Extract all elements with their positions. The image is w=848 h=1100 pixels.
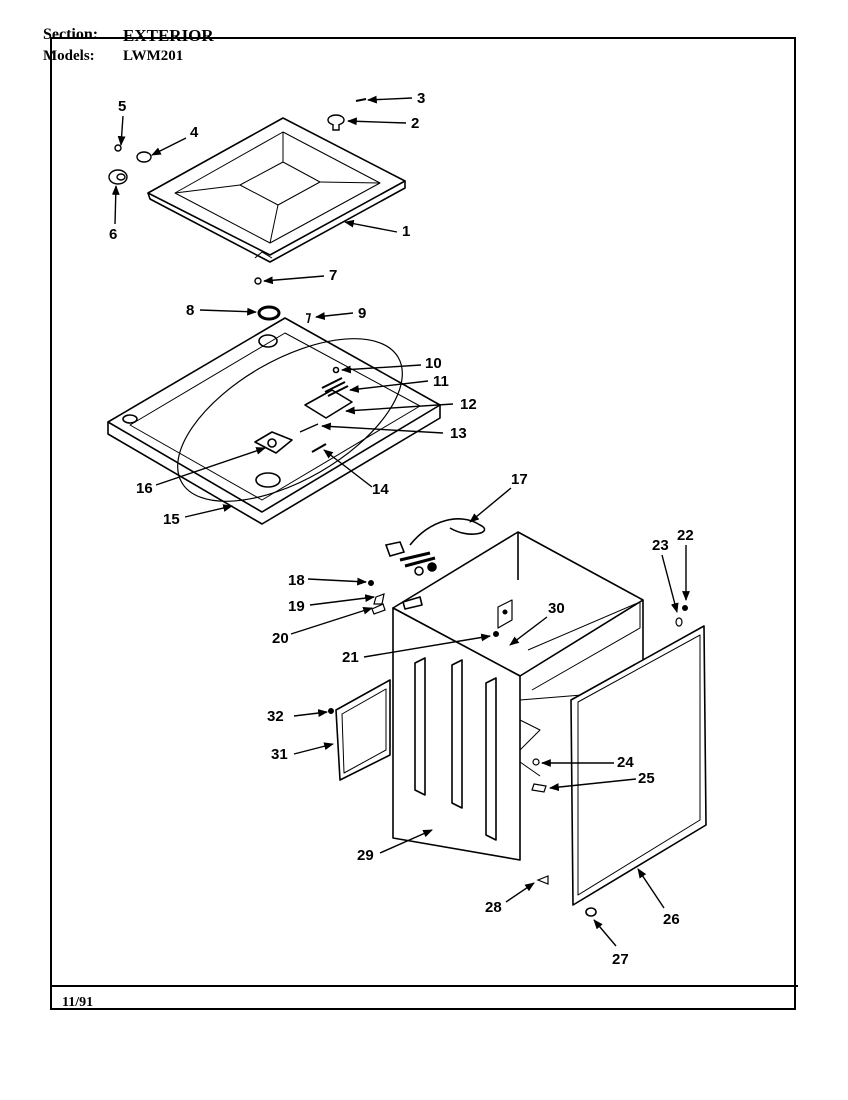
power-cord-assembly	[384, 518, 486, 576]
callout-16: 16	[136, 480, 153, 497]
callout-27: 27	[612, 951, 629, 968]
left-small-panel	[335, 679, 391, 781]
cover-hardware	[108, 98, 367, 324]
callout-5: 5	[118, 98, 126, 115]
callout-31: 31	[271, 746, 288, 763]
cabinet	[392, 531, 644, 861]
callout-25: 25	[638, 770, 655, 787]
washer-top-panel	[107, 317, 441, 525]
callout-1: 1	[402, 223, 410, 240]
callout-29: 29	[357, 847, 374, 864]
fasteners	[328, 580, 688, 885]
callout-13: 13	[450, 425, 467, 442]
top-cover	[147, 117, 406, 263]
callout-32: 32	[267, 708, 284, 725]
section-value: EXTERIOR	[123, 26, 214, 45]
callout-28: 28	[485, 899, 502, 916]
callout-7: 7	[329, 267, 337, 284]
callout-24: 24	[617, 754, 634, 771]
callout-21: 21	[342, 649, 359, 666]
callout-18: 18	[288, 572, 305, 589]
callout-30: 30	[548, 600, 565, 617]
callout-8: 8	[186, 302, 194, 319]
diagram-frame	[50, 37, 796, 1010]
callout-17: 17	[511, 471, 528, 488]
callout-22: 22	[677, 527, 694, 544]
models-label: Models:	[43, 48, 95, 64]
callout-6: 6	[109, 226, 117, 243]
callout-11: 11	[433, 373, 449, 390]
callout-15: 15	[163, 511, 180, 528]
right-side-panel	[570, 625, 707, 917]
leader-lines	[111, 95, 690, 947]
footer-divider	[50, 985, 798, 987]
revision-date: 11/91	[62, 995, 94, 1010]
callout-10: 10	[425, 355, 442, 372]
callout-2: 2	[411, 115, 419, 132]
callout-26: 26	[663, 911, 680, 928]
callout-12: 12	[460, 396, 477, 413]
callout-14: 14	[372, 481, 389, 498]
models-value: LWM201	[123, 48, 184, 64]
callout-23: 23	[652, 537, 669, 554]
callout-3: 3	[417, 90, 425, 107]
callout-9: 9	[358, 305, 366, 322]
callout-20: 20	[272, 630, 289, 647]
callout-4: 4	[190, 124, 199, 141]
callout-19: 19	[288, 598, 305, 615]
